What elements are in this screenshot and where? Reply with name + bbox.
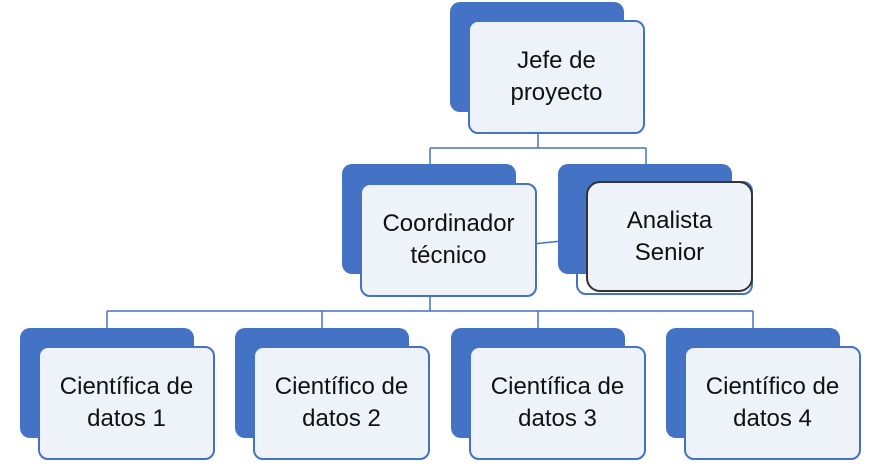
- node-label: Científica de datos 3: [490, 373, 625, 432]
- node-box: Científico de datos 2: [253, 346, 430, 460]
- node-label: Científico de datos 4: [705, 373, 840, 432]
- node-label: Científica de datos 1: [59, 373, 194, 432]
- node-label: Científico de datos 2: [274, 373, 409, 432]
- node-box: Coordinador técnico: [360, 183, 537, 297]
- node-label: Analista Senior: [626, 206, 713, 266]
- node-label: Jefe de proyecto: [510, 47, 603, 106]
- node-box: Analista Senior: [586, 181, 753, 292]
- node-label: Coordinador técnico: [382, 210, 515, 269]
- node-box: Científica de datos 1: [38, 346, 215, 460]
- node-box: Científica de datos 3: [469, 346, 646, 460]
- node-box: Científico de datos 4: [684, 346, 861, 460]
- node-box: Jefe de proyecto: [468, 20, 645, 134]
